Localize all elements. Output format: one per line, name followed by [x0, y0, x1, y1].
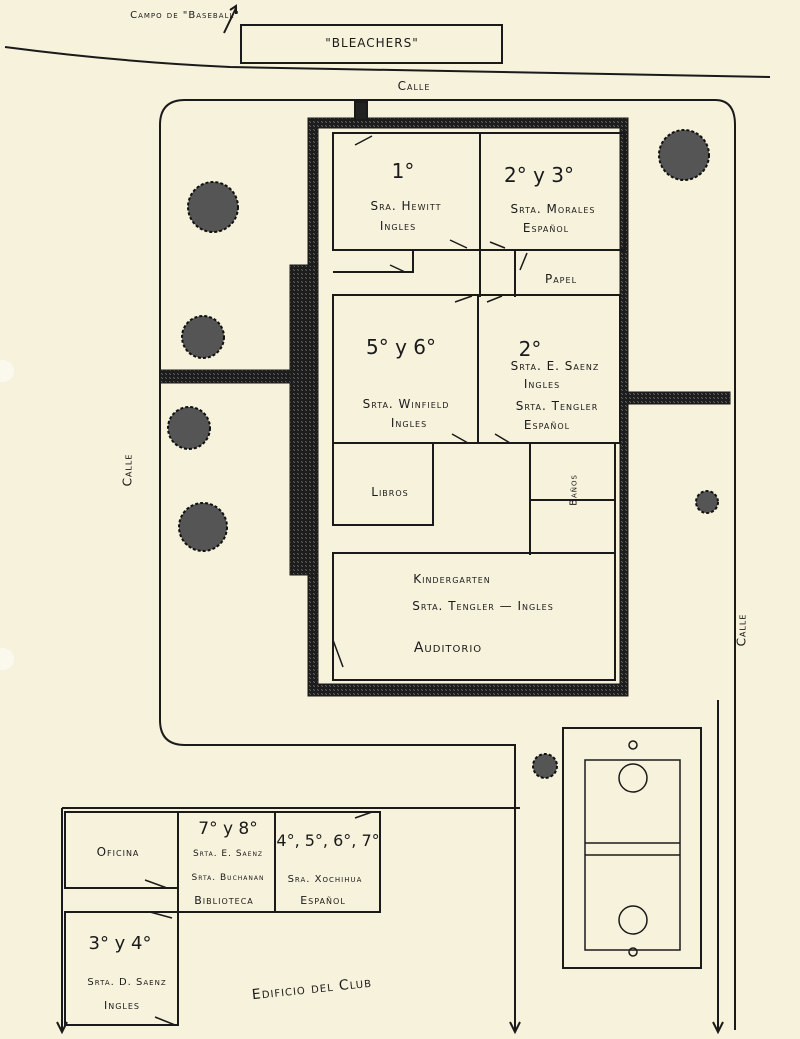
language-label: Español [523, 418, 571, 432]
auditorium-label: Auditorio [413, 640, 483, 656]
punch-hole [0, 648, 14, 670]
grade-label: 2° y 3° [504, 163, 574, 187]
language-label: Ingles [390, 416, 428, 430]
punch-hole [0, 360, 14, 382]
language-label: Ingles [379, 219, 417, 233]
annex-wall [289, 264, 319, 576]
teacher-label: Srta. Buchanan [191, 873, 265, 883]
teacher-label: Srta. Winfield [362, 397, 450, 411]
bleachers-label: "BLEACHERS" [325, 36, 419, 50]
grade-label: 2° [518, 337, 542, 361]
language-label: Ingles [103, 999, 141, 1012]
grade-label: 5° y 6° [366, 335, 436, 359]
room-papel: Papel [544, 272, 578, 286]
room-banos: Baños [568, 474, 580, 506]
arrow-icon [223, 4, 237, 34]
language-label: Español [522, 221, 570, 235]
teacher-label: Srta. E. Saenz [192, 849, 264, 859]
walkway [624, 391, 731, 405]
teacher-label: Srta. E. Saenz [510, 359, 600, 373]
teacher-label: Srta. Morales [510, 202, 596, 216]
grade-label: 3° y 4° [88, 933, 152, 954]
grade-label: 7° y 8° [198, 819, 258, 839]
street-label-top: Calle [397, 79, 431, 93]
teacher-label: Srta. D. Saenz [87, 977, 167, 988]
walkway [159, 369, 293, 384]
bleachers-box [240, 24, 503, 64]
street-label-right: Calle [734, 613, 749, 647]
baseball-field-label: Campo de "Baseball" [130, 10, 240, 21]
teacher-label: Srta. Tengler [515, 399, 599, 413]
language-label: Ingles [523, 377, 561, 391]
street-label-left: Calle [120, 453, 135, 487]
teacher-label: Srta. Tengler — Ingles [412, 599, 554, 613]
road-edge [159, 99, 521, 1035]
grade-label: 1° [391, 159, 415, 183]
library-label: Biblioteca [194, 894, 254, 907]
grade-label: 4°, 5°, 6°, 7° [276, 831, 380, 850]
teacher-label: Sra. Xochihua [287, 874, 363, 885]
room-libros: Libros [371, 485, 409, 499]
room-label: Kindergarten [413, 572, 491, 586]
road-edge [714, 99, 736, 1030]
teacher-label: Sra. Hewitt [370, 199, 442, 213]
room-oficina: Oficina [96, 845, 140, 859]
field-boundary [4, 46, 771, 78]
basketball-court [562, 727, 702, 969]
language-label: Español [300, 894, 346, 907]
tree-icon [167, 129, 719, 779]
